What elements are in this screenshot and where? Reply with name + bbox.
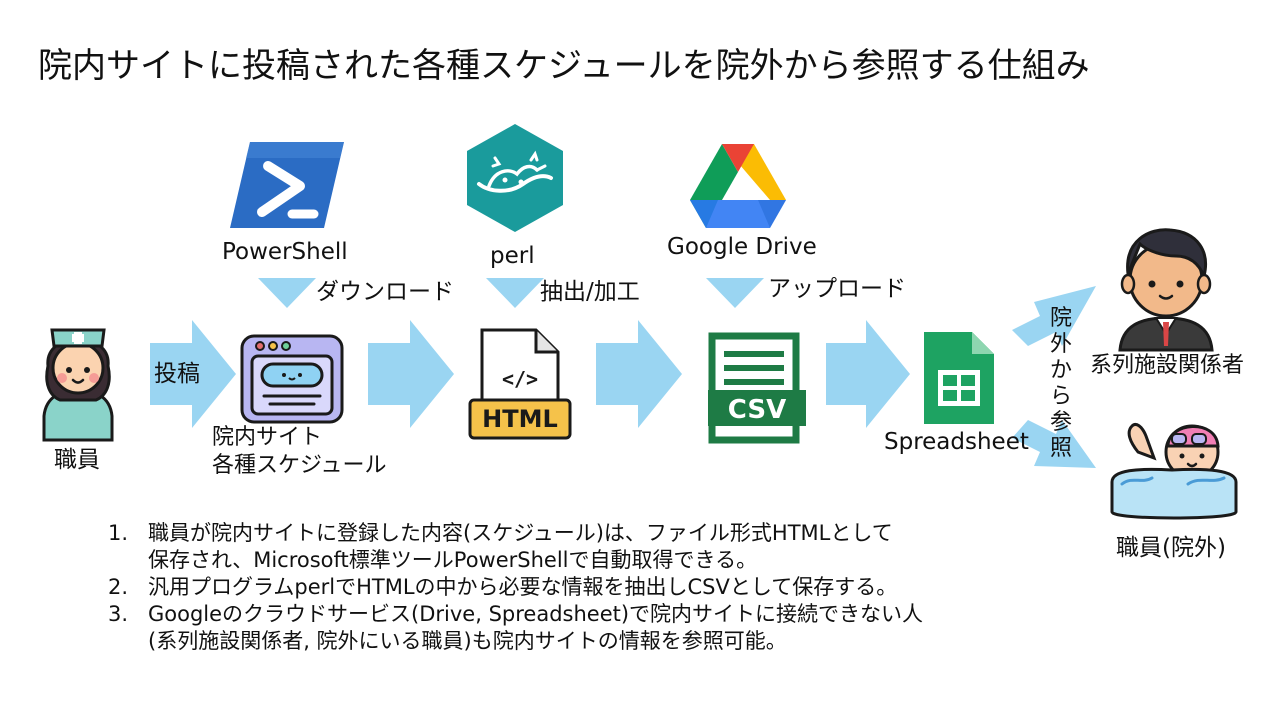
vert-char: 参 — [1049, 410, 1072, 435]
note-line: Googleのクラウドサービス(Drive, Spreadsheet)で院内サイ… — [148, 602, 924, 626]
perl-label: perl — [490, 243, 535, 269]
spreadsheet-label: Spreadsheet — [884, 429, 1029, 455]
google-drive-icon — [690, 144, 786, 228]
staff-nurse-icon — [42, 328, 114, 442]
step-extract: 抽出/加工 — [540, 279, 640, 305]
csv-file-icon: CSV — [708, 332, 806, 444]
vert-char: 院 — [1049, 306, 1072, 331]
note-line: (系列施設関係者, 院外にいる職員)も院内サイトの情報を参照可能。 — [148, 629, 787, 653]
powershell-label: PowerShell — [222, 239, 348, 265]
note-number: 2. — [108, 575, 129, 599]
intranet-site-icon — [240, 334, 344, 424]
vert-char: 外 — [1049, 332, 1072, 357]
html-code-glyph: </> — [502, 367, 538, 391]
html-file-label: HTML — [482, 405, 558, 433]
arrow-down-powershell — [258, 278, 316, 308]
html-file-icon: </> HTML — [468, 328, 572, 440]
note-number: 1. — [108, 521, 129, 545]
affiliated-label: 系列施設関係者 — [1090, 353, 1245, 378]
arrow-csv-to-sheet — [826, 320, 910, 428]
step-download: ダウンロード — [316, 279, 454, 305]
arrow-to-staff-outside — [1012, 420, 1096, 468]
vert-char: 照 — [1049, 436, 1072, 461]
site-label-line2: 各種スケジュール — [212, 453, 387, 478]
note-number: 3. — [108, 602, 129, 626]
vert-char: か — [1049, 358, 1072, 383]
google-drive-label: Google Drive — [667, 234, 817, 260]
view-from-outside-label: 院 外 か ら 参 照 — [1048, 306, 1074, 462]
arrow-post — [150, 320, 236, 428]
note-item: 3. Googleのクラウドサービス(Drive, Spreadsheet)で院… — [108, 601, 1008, 655]
powershell-icon — [230, 142, 344, 228]
notes-list: 1. 職員が院内サイトに登録した内容(スケジュール)は、ファイル形式HTMLとし… — [108, 520, 1008, 655]
arrow-down-drive — [706, 278, 764, 308]
note-item: 2. 汎用プログラムperlでHTMLの中から必要な情報を抽出しCSVとして保存… — [108, 574, 1008, 601]
arrow-html-to-csv — [596, 320, 682, 428]
arrow-to-affiliated — [1012, 286, 1096, 346]
csv-file-label: CSV — [728, 395, 786, 425]
note-line: 保存され、Microsoft標準ツールPowerShellで自動取得できる。 — [148, 548, 758, 572]
staff-outside-icon — [1110, 422, 1238, 520]
vert-char: ら — [1049, 384, 1072, 409]
note-line: 職員が院内サイトに登録した内容(スケジュール)は、ファイル形式HTMLとして — [148, 521, 893, 545]
page-title: 院内サイトに投稿された各種スケジュールを院外から参照する仕組み — [38, 46, 1090, 86]
arrow-site-to-html — [368, 320, 454, 428]
step-post: 投稿 — [154, 361, 200, 387]
site-label-line1: 院内サイト — [212, 425, 323, 450]
affiliated-person-icon — [1118, 228, 1214, 352]
note-line: 汎用プログラムperlでHTMLの中から必要な情報を抽出しCSVとして保存する。 — [148, 575, 898, 599]
step-upload: アップロード — [768, 276, 906, 302]
note-item: 1. 職員が院内サイトに登録した内容(スケジュール)は、ファイル形式HTMLとし… — [108, 520, 1008, 574]
perl-icon — [467, 124, 563, 232]
arrow-down-perl — [486, 278, 544, 308]
staff-label: 職員 — [54, 447, 100, 473]
google-sheets-icon — [924, 332, 994, 424]
staff-outside-label: 職員(院外) — [1116, 535, 1226, 561]
